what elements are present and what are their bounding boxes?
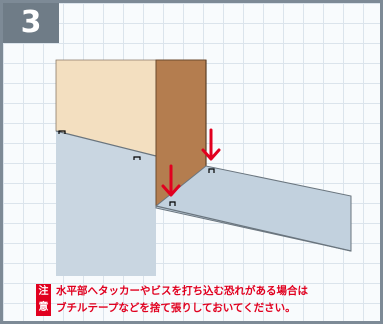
caution-line: ブチルテープなどを捨て張りしておいてください。 [56,302,296,314]
caution-char: 注 [38,286,49,297]
caution-line: 水平部へタッカーやビスを打ち込む恐れがある場合は [56,285,308,297]
down-arrow-icon [201,128,221,161]
caution-text: 水平部へタッカーやビスを打ち込む恐れがある場合は ブチルテープなどを捨て張りして… [56,283,378,317]
horizontal-membrane [155,165,352,252]
staple-mark-icon [169,201,176,206]
staple-mark-icon [133,156,141,160]
caution-badge: 注 意 [36,284,51,316]
illustration [55,59,352,276]
caution-char: 意 [38,302,49,313]
staple-mark-icon [208,168,215,173]
down-arrow-icon [161,164,181,197]
wall-membrane [56,131,156,276]
step-badge: 3 [3,3,59,43]
staple-mark-icon [58,130,66,134]
step-number: 3 [20,5,42,40]
